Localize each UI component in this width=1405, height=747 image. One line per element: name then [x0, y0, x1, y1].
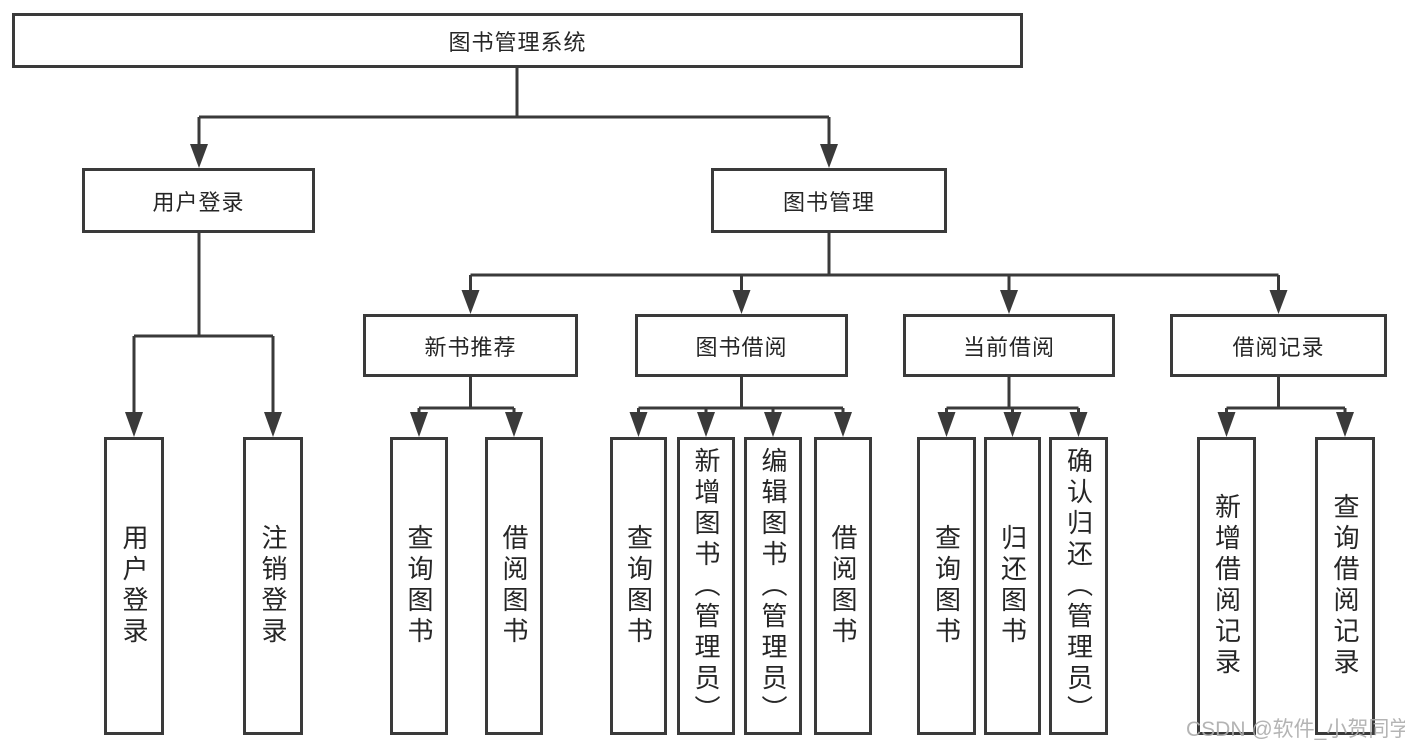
node-label: 新书推荐 — [424, 334, 517, 360]
node-label: 查询图书 — [623, 524, 654, 648]
leaf-query-borrow-record: 查询借阅记录 — [1315, 437, 1375, 735]
arrowhead — [1069, 412, 1088, 437]
arrowhead — [125, 412, 143, 437]
leaf-borrow-books: 借阅图书 — [814, 437, 872, 735]
node-label: 图书管理系统 — [448, 29, 587, 55]
leaf-borrow-books-recommend: 借阅图书 — [485, 437, 543, 735]
arrowhead — [410, 412, 428, 437]
node-label: 新增图书（管理员） — [691, 446, 721, 726]
node-label: 新增借阅记录 — [1211, 493, 1242, 679]
node-label: 用户登录 — [152, 189, 245, 215]
arrowhead — [834, 412, 852, 437]
node-label: 编辑图书（管理员） — [758, 446, 788, 726]
arrowhead — [1217, 412, 1236, 437]
node-borrow-records: 借阅记录 — [1170, 314, 1387, 377]
arrowhead — [461, 290, 480, 314]
arrowhead — [732, 290, 751, 314]
arrowhead — [697, 412, 715, 437]
leaf-query-books-current: 查询图书 — [917, 437, 976, 735]
node-label: 图书借阅 — [695, 334, 788, 360]
node-user-login: 用户登录 — [82, 168, 315, 233]
arrowhead — [1000, 290, 1018, 314]
arrowhead — [1336, 412, 1354, 437]
arrowhead — [629, 412, 648, 437]
arrowhead — [820, 144, 838, 168]
leaf-query-books-borrow: 查询图书 — [610, 437, 667, 735]
leaf-logout: 注销登录 — [243, 437, 303, 735]
node-label: 查询图书 — [931, 524, 962, 648]
node-label: 归还图书 — [997, 524, 1028, 648]
node-label: 当前借阅 — [962, 334, 1055, 360]
leaf-add-book-admin: 新增图书（管理员） — [677, 437, 735, 735]
arrowhead — [1269, 290, 1288, 314]
leaf-user-login: 用户登录 — [104, 437, 164, 735]
node-label: 用户登录 — [119, 524, 149, 648]
node-book-borrow: 图书借阅 — [635, 314, 848, 377]
arrowhead — [264, 412, 282, 437]
node-label: 借阅记录 — [1232, 334, 1325, 360]
node-new-book-recommend: 新书推荐 — [363, 314, 578, 377]
leaf-return-book: 归还图书 — [984, 437, 1041, 735]
arrowhead — [937, 412, 956, 437]
leaf-query-books-recommend: 查询图书 — [390, 437, 448, 735]
node-label: 图书管理 — [782, 189, 875, 215]
arrowhead — [1003, 412, 1022, 437]
node-label: 借阅图书 — [828, 524, 858, 648]
leaf-edit-book-admin: 编辑图书（管理员） — [744, 437, 802, 735]
arrowhead — [505, 412, 523, 437]
arrowhead — [764, 412, 782, 437]
node-label: 注销登录 — [258, 524, 288, 648]
connector-path — [132, 68, 1347, 412]
node-current-borrow: 当前借阅 — [903, 314, 1115, 377]
leaf-add-borrow-record: 新增借阅记录 — [1197, 437, 1256, 735]
node-book-management: 图书管理 — [711, 168, 947, 233]
node-label: 查询借阅记录 — [1330, 493, 1360, 679]
leaf-confirm-return-admin: 确认归还（管理员） — [1049, 437, 1108, 735]
arrowhead — [190, 144, 208, 168]
node-label: 查询图书 — [404, 524, 434, 648]
node-label: 确认归还（管理员） — [1063, 446, 1094, 726]
csdn-watermark: CSDN @软件_小贺同学 — [1186, 718, 1405, 741]
node-label: 借阅图书 — [499, 524, 529, 648]
node-library-system: 图书管理系统 — [12, 13, 1023, 68]
